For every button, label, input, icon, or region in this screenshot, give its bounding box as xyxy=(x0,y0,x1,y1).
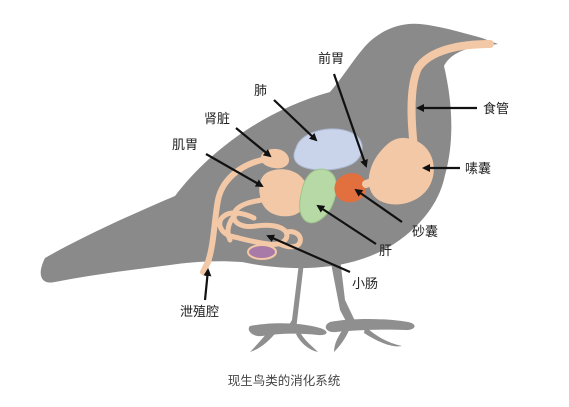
label-kidney: 肾脏 xyxy=(204,112,230,127)
label-small-intestine: 小肠 xyxy=(352,277,378,292)
label-proventriculus: 前胃 xyxy=(318,51,344,67)
label-esophagus: 食管 xyxy=(483,101,509,117)
rectum-tube xyxy=(205,157,265,265)
label-cloaca: 泄殖腔 xyxy=(180,304,219,320)
bird-legs xyxy=(248,255,415,352)
diagram-caption: 现生鸟类的消化系统 xyxy=(228,373,341,388)
esophagus-tube xyxy=(407,40,494,152)
leader-lines xyxy=(203,73,477,301)
label-lung: 肺 xyxy=(254,84,267,99)
label-gizzard: 砂囊 xyxy=(412,224,438,240)
proventriculus-tube xyxy=(362,172,386,188)
label-crop: 嗉囊 xyxy=(465,161,491,177)
label-stomach: 肌胃 xyxy=(172,138,198,153)
labels: 食管 嗉囊 砂囊 肝 小肠 泄殖腔 前胃 肺 肾脏 肌胃 xyxy=(172,51,509,320)
purple-organ xyxy=(247,244,277,260)
label-liver: 肝 xyxy=(379,244,392,259)
crop-organ xyxy=(368,137,434,205)
liver-organ xyxy=(299,168,337,224)
small-intestine-loops xyxy=(217,197,303,250)
stomach-organ xyxy=(259,169,309,217)
